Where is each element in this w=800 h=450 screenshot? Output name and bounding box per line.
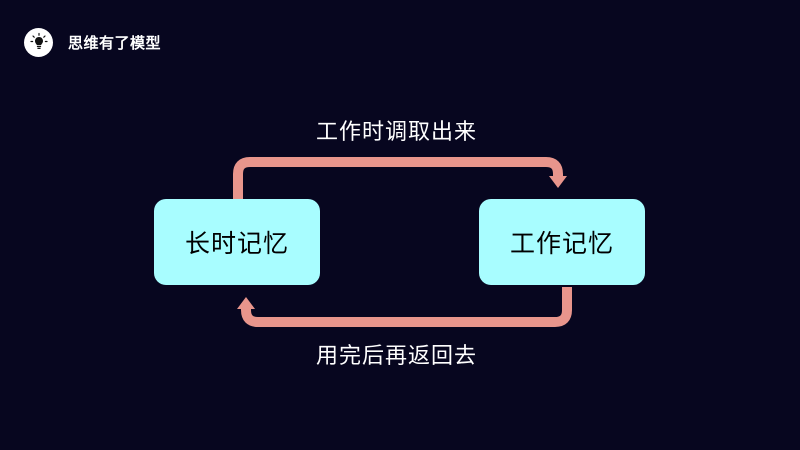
working-memory-node: 工作记忆 [479,199,645,285]
retrieve-arrow [233,157,563,199]
long-term-memory-label: 长时记忆 [184,229,289,258]
return-arrow [241,287,572,327]
working-memory-label: 工作记忆 [509,229,614,258]
return-label: 用完后再返回去 [316,344,478,369]
lightbulb-icon [24,27,53,57]
return-arrowhead [237,297,255,309]
retrieve-label: 工作时调取出来 [316,120,478,145]
page-title: 思维有了模型 [68,33,162,52]
header: 思维有了模型 [24,27,161,57]
retrieve-arrowhead [549,176,567,188]
long-term-memory-node: 长时记忆 [154,199,320,285]
